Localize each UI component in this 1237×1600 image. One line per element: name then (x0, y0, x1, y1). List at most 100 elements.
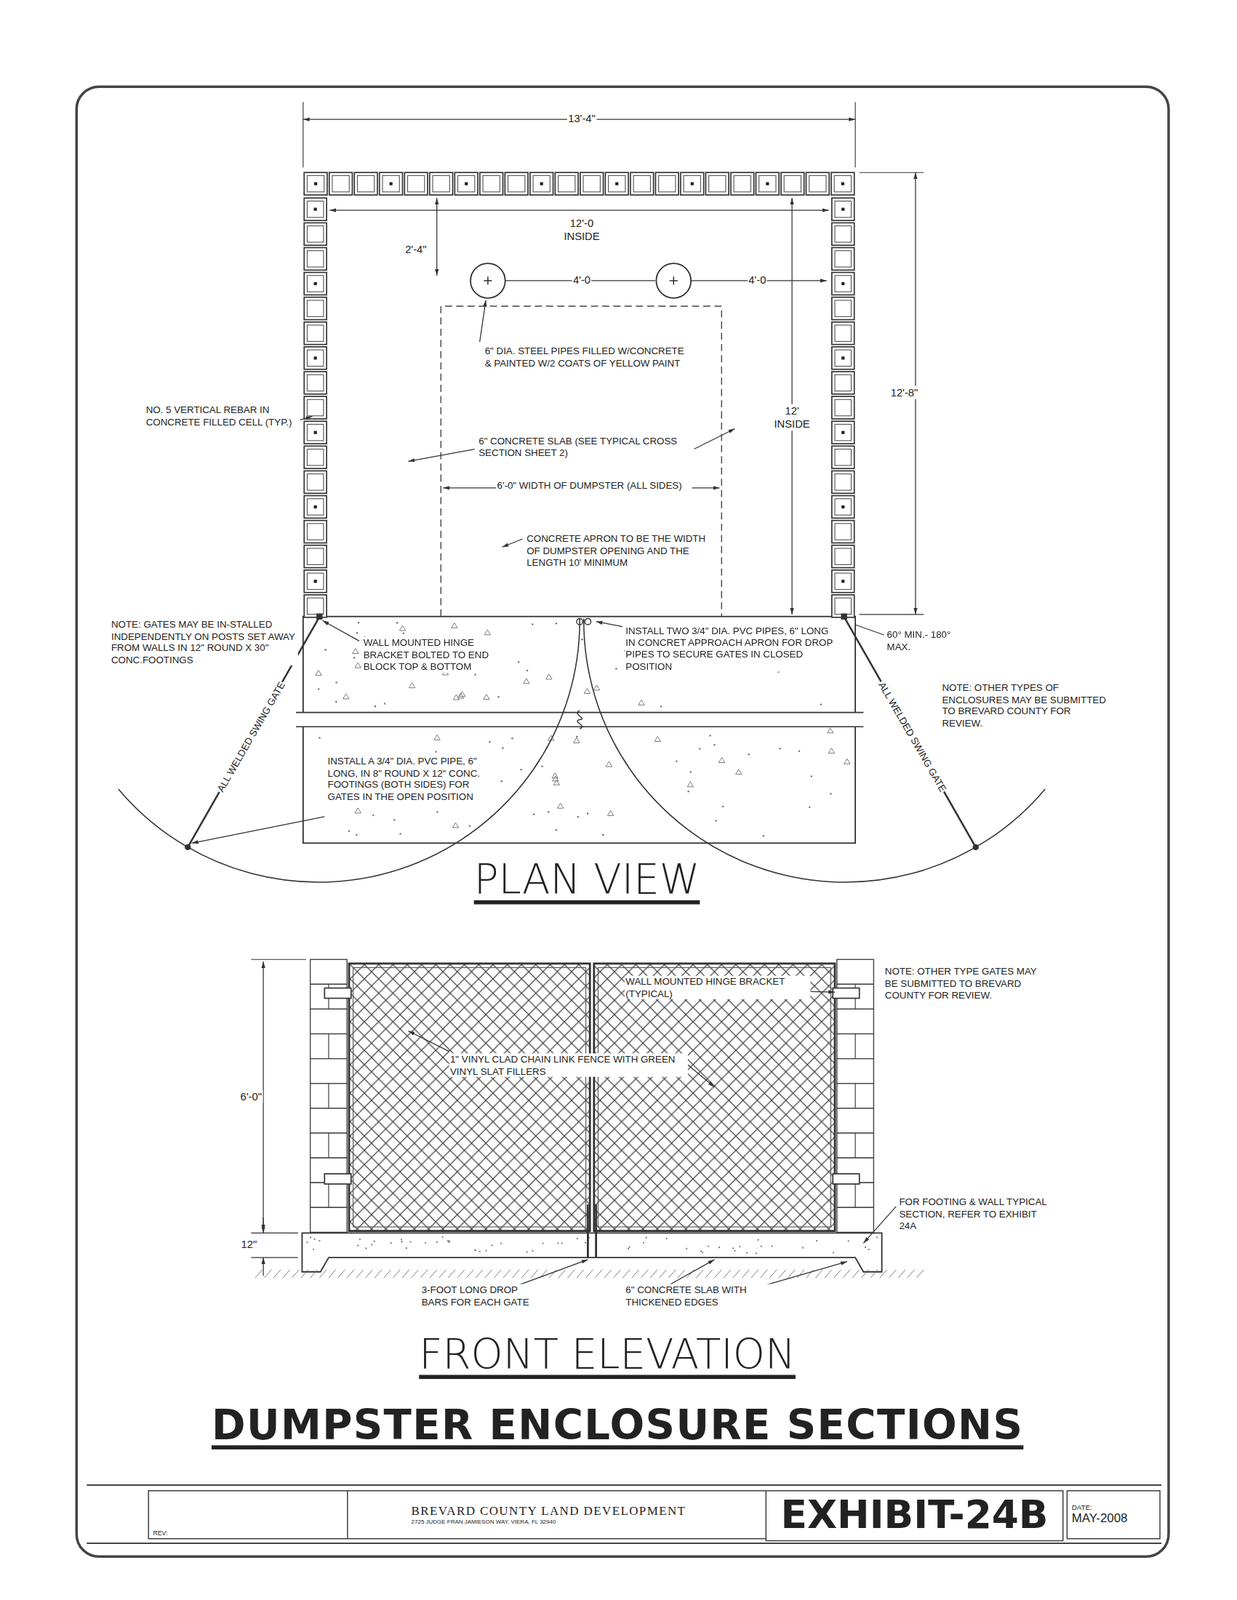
cmu-block (831, 197, 855, 221)
ground-hatch (916, 1269, 924, 1278)
title-block-line (86, 1542, 1162, 1544)
ground-hatch (907, 1269, 915, 1278)
block-cell (633, 175, 651, 192)
concrete-stipple (526, 669, 529, 672)
concrete-stipple (324, 648, 327, 651)
concrete-stipple (451, 622, 458, 628)
ground-hatch (263, 1269, 272, 1278)
block-cell (306, 374, 323, 391)
block-joint (855, 1034, 856, 1059)
ground-hatch (613, 1269, 621, 1278)
title-block-text: 2725 JUDGE FRAN JAMIESON WAY, VIERA, FL … (411, 1518, 768, 1525)
block-cell (382, 175, 400, 192)
rebar-dot (389, 182, 393, 186)
concrete-stipple (722, 805, 725, 808)
concrete-stipple (434, 734, 440, 740)
ground-hatch (255, 1269, 263, 1278)
concrete-stipple (546, 674, 552, 680)
concrete-stipple (372, 814, 375, 817)
cmu-block (730, 172, 755, 195)
concrete-stipple (778, 747, 782, 750)
block-cell (759, 175, 776, 192)
annotation-label: NO. 5 VERTICAL REBAR IN CONCRETE FILLED … (144, 404, 300, 428)
concrete-stipple (474, 673, 477, 676)
cmu-block (303, 297, 327, 320)
ground-hatch (438, 1269, 446, 1278)
gate-swing-arc (583, 618, 1046, 883)
rebar-dot (841, 356, 845, 360)
hinge-bracket (840, 613, 847, 619)
block-cell (558, 175, 576, 192)
view-title: FRONT ELEVATION (418, 1330, 798, 1380)
concrete-stipple (312, 1248, 315, 1251)
cmu-block (303, 594, 327, 618)
concrete-stipple (747, 753, 750, 756)
concrete-stipple (573, 737, 580, 743)
cmu-block (303, 470, 327, 494)
concrete-stipple (531, 1250, 534, 1252)
concrete-stipple (847, 1239, 850, 1242)
concrete-stipple (593, 685, 600, 691)
concrete-stipple (491, 1244, 494, 1246)
concrete-stipple (553, 779, 560, 785)
cmu-block (303, 272, 327, 296)
cmu-block (303, 421, 327, 444)
concrete-stipple (317, 687, 320, 691)
ground-hatch (604, 1269, 612, 1278)
concrete-stipple (576, 1237, 579, 1240)
block-cell (834, 226, 851, 243)
cmu-block (705, 172, 729, 195)
block-cell (306, 399, 323, 416)
hinge-bracket (316, 613, 323, 619)
wall-block (310, 1207, 348, 1232)
block-cell (306, 275, 323, 292)
cmu-block (454, 172, 478, 195)
ground-hatch (475, 1269, 483, 1278)
annotation-label: 4'-0 (572, 273, 592, 287)
ground-hatch (447, 1269, 456, 1278)
concrete-stipple (577, 815, 580, 819)
ground-hatch (503, 1269, 511, 1278)
concrete-stipple (802, 1247, 804, 1249)
concrete-stipple (354, 807, 361, 814)
ground-hatch (861, 1269, 870, 1278)
hinge-bracket (324, 1173, 351, 1184)
concrete-stipple (452, 822, 459, 828)
concrete-stipple (370, 1243, 373, 1245)
ground-hatch (879, 1269, 888, 1278)
ground-hatch (687, 1269, 695, 1278)
concrete-stipple (354, 662, 361, 668)
annotation-label: 6" CONCRETE SLAB WITH THICKENED EDGES (624, 1284, 790, 1308)
concrete-stipple (405, 1247, 408, 1249)
concrete-stipple (798, 749, 801, 752)
concrete-stipple (828, 748, 835, 754)
wall-block (837, 1207, 875, 1232)
concrete-stipple (602, 834, 605, 837)
annotation-label: 1" VINYL CLAD CHAIN LINK FENCE WITH GREE… (449, 1053, 688, 1077)
concrete-stipple (396, 621, 399, 624)
concrete-stipple (357, 1244, 359, 1247)
rebar-dot (841, 207, 845, 211)
block-cell (306, 250, 323, 267)
concrete-stipple (436, 1241, 438, 1243)
concrete-stipple (488, 741, 491, 744)
ground-hatch (558, 1269, 566, 1278)
cmu-block (831, 371, 855, 395)
ground-hatch (640, 1269, 648, 1278)
concrete-stipple (654, 736, 661, 742)
concrete-stipple (474, 1249, 476, 1251)
concrete-stipple (500, 780, 503, 783)
hinge-bracket (324, 988, 351, 999)
cmu-block (805, 172, 830, 195)
block-cell (834, 325, 851, 342)
ground-hatch (898, 1269, 906, 1278)
block-joint (327, 1182, 329, 1208)
steel-pipe-bollard (655, 263, 691, 299)
block-cell (306, 200, 323, 217)
block-cell (306, 325, 323, 342)
extension-line (859, 613, 924, 615)
ground-hatch (319, 1269, 327, 1278)
concrete-stipple (373, 1240, 376, 1243)
concrete-stipple (685, 1247, 688, 1250)
ground-hatch (420, 1269, 428, 1278)
